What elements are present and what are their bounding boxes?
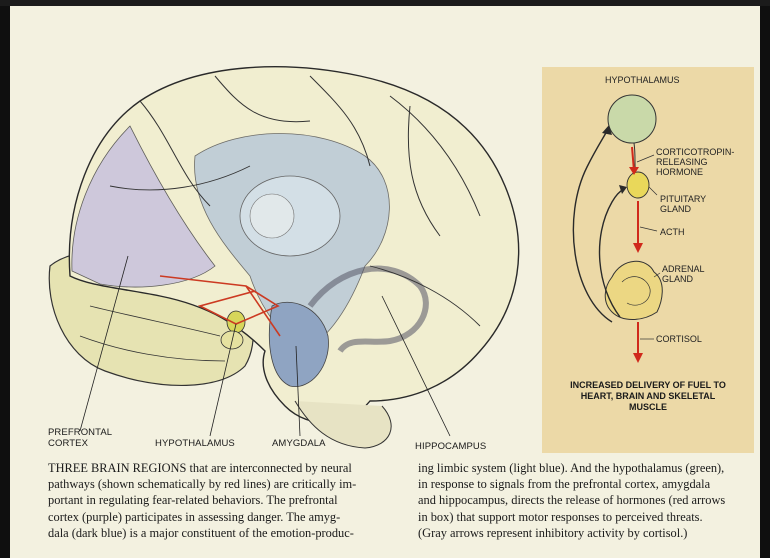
inset-label-adrenal: ADRENAL GLAND — [662, 264, 705, 284]
label-prefrontal-line2: CORTEX — [48, 438, 88, 449]
inset-label-adrenal-line1: ADRENAL — [662, 264, 705, 274]
figure-caption: THREE BRAIN REGIONS that are interconnec… — [48, 460, 768, 556]
label-hippocampus: HIPPOCAMPUS — [415, 441, 486, 452]
brain-illustration — [10, 6, 540, 456]
leader-pituitary — [649, 187, 657, 195]
inset-label-pituitary-line2: GLAND — [660, 204, 691, 214]
inset-label-pituitary: PITUITARY GLAND — [660, 194, 706, 214]
inset-adrenal-shape — [605, 261, 662, 319]
caption-line: dala (dark blue) is a major constituent … — [48, 525, 400, 541]
label-amygdala: AMYGDALA — [272, 438, 326, 449]
inset-pituitary-shape — [627, 172, 649, 198]
inset-label-pituitary-line1: PITUITARY — [660, 194, 706, 204]
hpa-axis-inset: HYPOTHALAMUS CORTICOTROPIN- RELEASING HO… — [542, 67, 754, 453]
caption-line: portant in regulating fear-related behav… — [48, 492, 400, 508]
inset-label-cortisol: CORTISOL — [656, 334, 702, 344]
label-hypothalamus: HYPOTHALAMUS — [155, 438, 235, 449]
label-prefrontal-cortex: PREFRONTAL CORTEX — [48, 427, 112, 449]
inset-hypothalamus-shape — [608, 95, 656, 143]
label-prefrontal-line1: PREFRONTAL — [48, 427, 112, 438]
caption-line: (Gray arrows represent inhibitory activi… — [418, 525, 768, 541]
caption-line: cortex (purple) participates in assessin… — [48, 509, 400, 525]
inset-label-crh-line1: CORTICOTROPIN- — [656, 147, 734, 157]
inner-core — [250, 194, 294, 238]
leader-crh — [637, 155, 654, 162]
caption-line: and hippocampus, directs the release of … — [418, 492, 768, 508]
inset-label-adrenal-line2: GLAND — [662, 274, 693, 284]
gray-arrowhead — [619, 185, 627, 194]
caption-column-2: ing limbic system (light blue). And the … — [418, 460, 768, 541]
inset-label-crh-line2: RELEASING — [656, 157, 708, 167]
inset-label-crh-line3: HORMONE — [656, 167, 703, 177]
red-arrowhead — [633, 243, 643, 253]
red-arrowhead — [633, 353, 643, 363]
inset-label-acth: ACTH — [660, 227, 685, 237]
figure-page: PREFRONTAL CORTEX HYPOTHALAMUS AMYGDALA … — [10, 6, 760, 558]
caption-line: pathways (shown schematically by red lin… — [48, 476, 400, 492]
caption-line: THREE BRAIN REGIONS that are interconnec… — [48, 460, 400, 476]
caption-line: in response to signals from the prefront… — [418, 476, 768, 492]
caption-line: ing limbic system (light blue). And the … — [418, 460, 768, 476]
inset-label-crh: CORTICOTROPIN- RELEASING HORMONE — [656, 147, 734, 177]
inset-result-text: INCREASED DELIVERY OF FUEL TO HEART, BRA… — [562, 380, 734, 413]
leader-acth — [640, 227, 657, 231]
inset-label-hypothalamus: HYPOTHALAMUS — [605, 75, 680, 85]
caption-column-1: THREE BRAIN REGIONS that are interconnec… — [48, 460, 400, 541]
caption-line: in box) that support motor responses to … — [418, 509, 768, 525]
